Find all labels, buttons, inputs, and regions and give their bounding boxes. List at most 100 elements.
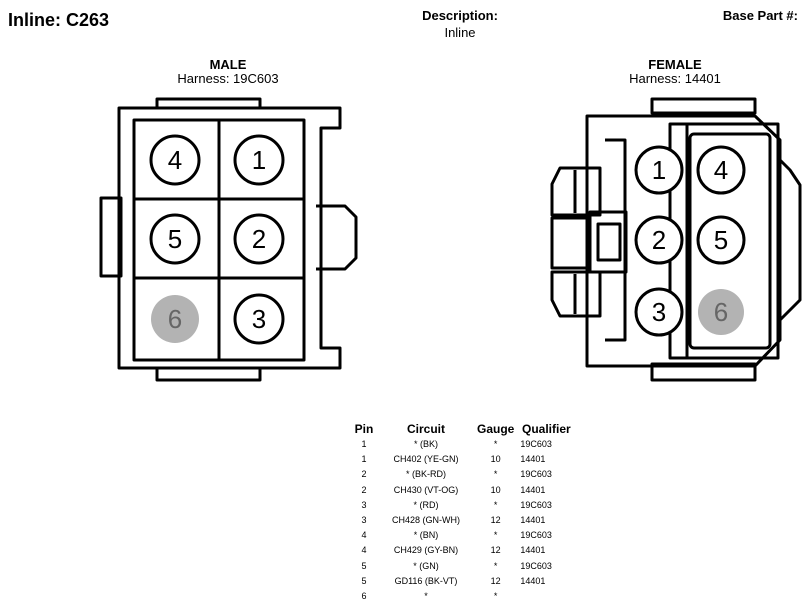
- female-pin: 3: [634, 287, 684, 337]
- male-pin-circle: [233, 213, 285, 265]
- table-row: 2 CH430 (VT-OG) 10 14401: [350, 483, 575, 498]
- gauge-cell: *: [493, 591, 498, 602]
- male-pin-circle: [149, 213, 201, 265]
- male-pin-circle: [149, 134, 201, 186]
- female-pin-label: 4: [714, 155, 728, 185]
- female-connector-housing: [550, 97, 802, 382]
- pin-cell: 3: [361, 499, 367, 510]
- description-value: Inline: [444, 25, 476, 40]
- table-row: 3 * (RD) * 19C603: [350, 498, 575, 513]
- circuit-cell: CH402 (YE-GN): [393, 454, 459, 465]
- circuit-cell: * (BK-RD): [406, 469, 446, 480]
- pin-cell: 4: [361, 530, 367, 541]
- gauge-cell: 12: [490, 545, 501, 556]
- female-pin-label: 2: [652, 225, 666, 255]
- female-title: FEMALE: [648, 57, 702, 72]
- circuit-cell: * (BN): [413, 530, 439, 541]
- pin-cell: 1: [361, 454, 367, 465]
- table-row: 4 CH429 (GY-BN) 12 14401: [350, 543, 575, 558]
- qualifier-cell: 14401: [520, 575, 546, 586]
- female-pin-circle: [698, 289, 744, 335]
- male-pin-circle: [151, 295, 199, 343]
- qualifier-cell: 19C603: [520, 499, 552, 510]
- gauge-cell: *: [493, 469, 498, 480]
- pin-table: Pin Circuit Gauge Qualifier 1 * (BK) * 19C6…: [350, 421, 575, 604]
- circuit-cell: * (RD): [413, 499, 439, 510]
- male-pin: 3: [233, 293, 285, 345]
- male-pin-label: 1: [252, 145, 266, 175]
- female-pin-circle: [696, 145, 746, 195]
- female-harness: Harness: 14401: [629, 71, 721, 86]
- gauge-header: Gauge: [477, 422, 515, 436]
- qualifier-cell: 14401: [520, 515, 546, 526]
- female-pin-label: 3: [652, 297, 666, 327]
- male-pin: 6: [151, 295, 199, 343]
- page-title: Inline: C263: [8, 10, 110, 30]
- table-row: 2* (BK-RD)*19C603: [350, 467, 575, 482]
- table-row: 1 CH402 (YE-GN) 10 14401: [350, 452, 575, 467]
- qualifier-cell: [517, 589, 575, 604]
- male-harness: Harness: 19C603: [177, 71, 279, 86]
- circuit-cell: CH429 (GY-BN): [393, 545, 459, 556]
- qualifier-cell: 14401: [520, 545, 546, 556]
- male-pin-circle: [233, 134, 285, 186]
- table-row: 5* (GN)*19C603: [350, 559, 575, 574]
- gauge-cell: *: [493, 560, 498, 571]
- female-pin-circle: [634, 145, 684, 195]
- female-pin-circle: [634, 215, 684, 265]
- female-pin: 6: [698, 289, 744, 335]
- gauge-cell: 10: [490, 484, 501, 495]
- female-pin-circle: [634, 287, 684, 337]
- gauge-cell: *: [493, 439, 498, 449]
- gauge-cell: *: [493, 499, 498, 510]
- male-pin-label: 2: [252, 224, 266, 254]
- qualifier-cell: 19C603: [520, 530, 552, 541]
- gauge-cell: 10: [490, 454, 501, 465]
- table-row: 4 * (BN) * 19C603: [350, 528, 575, 543]
- male-pin-label: 3: [252, 304, 266, 334]
- qualifier-header: Qualifier: [522, 422, 571, 436]
- qualifier-cell: 19C603: [520, 560, 552, 571]
- male-pin: 5: [149, 213, 201, 265]
- female-pin: 5: [696, 215, 746, 265]
- base-part-label: Base Part #:: [722, 8, 798, 23]
- circuit-header: Circuit: [406, 422, 445, 436]
- male-pin: 4: [149, 134, 201, 186]
- female-pin-label: 1: [652, 155, 666, 185]
- description-label: Description:: [422, 8, 498, 23]
- circuit-cell: * (GN): [413, 560, 439, 571]
- table-row: 5 GD116 (BK-VT) 12 14401: [350, 574, 575, 589]
- pin-cell: 4: [361, 545, 367, 556]
- gauge-cell: 12: [490, 515, 501, 526]
- pin-cell: 5: [361, 575, 367, 586]
- pin-header: Pin: [354, 422, 374, 436]
- pin-cell: 6: [361, 591, 367, 602]
- male-pin-label: 6: [168, 304, 182, 334]
- gauge-cell: 12: [490, 575, 501, 586]
- pin-cell: 2: [361, 469, 367, 480]
- male-pin: 2: [233, 213, 285, 265]
- pin-table-header: Pin Circuit Gauge Qualifier: [350, 421, 575, 437]
- qualifier-cell: 14401: [520, 454, 546, 465]
- pin-cell: 2: [361, 484, 367, 495]
- circuit-cell: GD116 (BK-VT): [394, 575, 458, 586]
- circuit-cell: CH430 (VT-OG): [393, 484, 459, 495]
- male-pin-label: 5: [168, 224, 182, 254]
- female-pin: 1: [634, 145, 684, 195]
- qualifier-cell: 19C603: [520, 439, 552, 449]
- circuit-cell: *: [424, 591, 428, 602]
- pin-cell: 1: [361, 439, 367, 449]
- male-connector-housing: [99, 97, 358, 382]
- qualifier-cell: 14401: [520, 484, 546, 495]
- female-pin-label: 5: [714, 225, 728, 255]
- table-row: 6 * *: [350, 589, 575, 604]
- gauge-cell: *: [493, 530, 498, 541]
- circuit-cell: * (BK): [413, 439, 438, 449]
- female-pin-circle: [696, 215, 746, 265]
- female-pin: 4: [696, 145, 746, 195]
- male-pin-circle: [233, 293, 285, 345]
- pin-cell: 3: [361, 515, 367, 526]
- table-row: 1 * (BK) * 19C603: [350, 437, 575, 452]
